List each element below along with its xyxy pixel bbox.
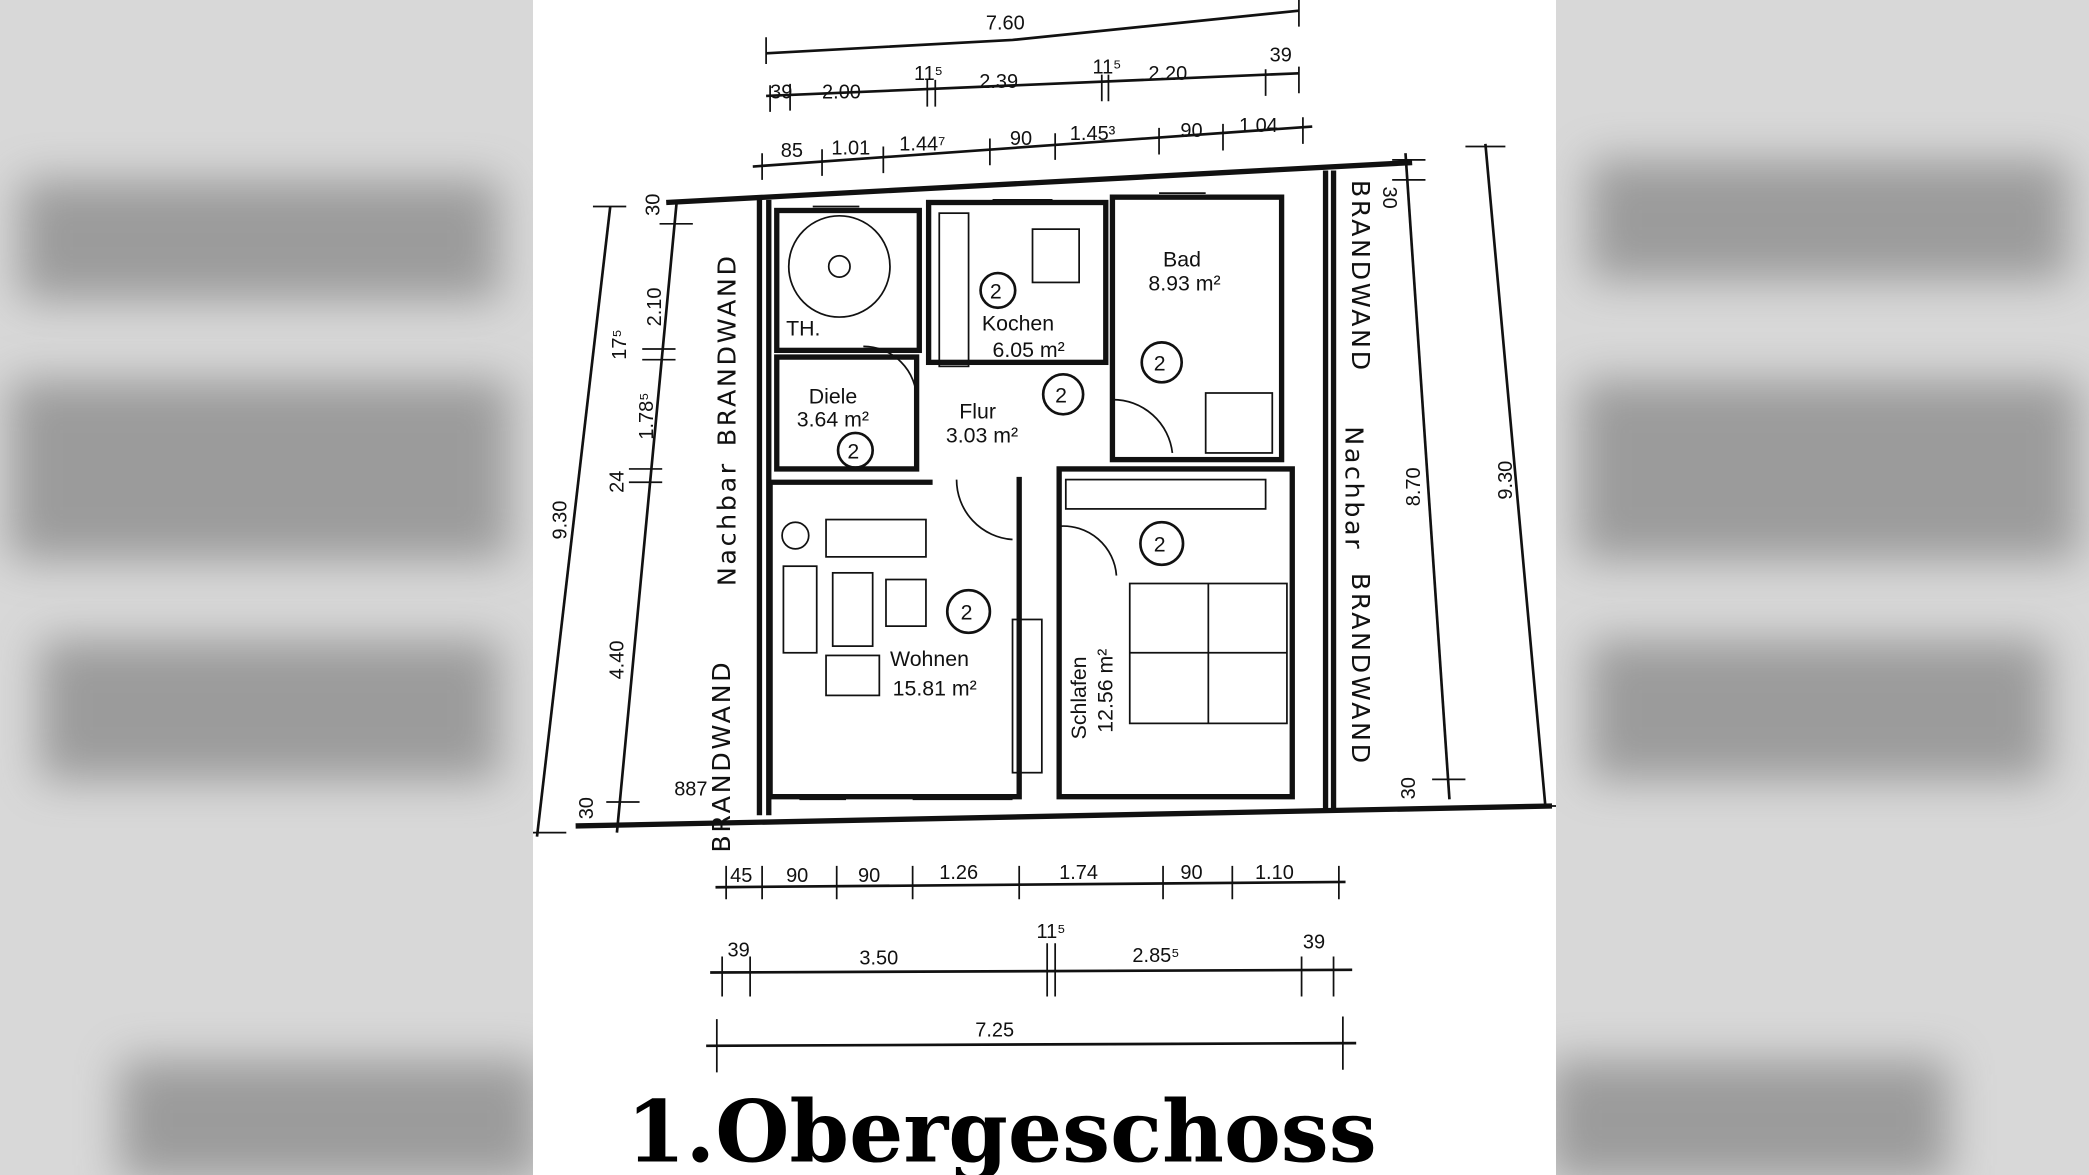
dim-label: 8.70: [1403, 467, 1425, 506]
dim-label: 1.26: [939, 862, 978, 884]
dim-label: 85: [781, 140, 803, 162]
dim-label: 2.00: [822, 82, 861, 104]
building-walls: [575, 159, 1553, 829]
top-dimensions: 7.60 39 2.00 11⁵ 2.39 11⁵ 2.20 39 85 1.0…: [752, 0, 1313, 180]
room-marker: [979, 271, 1017, 310]
dim-label: 1.78⁵: [636, 392, 658, 439]
dim-label: 24: [607, 471, 629, 493]
room-area: 8.93 m²: [1148, 271, 1220, 295]
room-flur: 2 Flur 3.03 m²: [946, 373, 1085, 447]
room-marker-label: 2: [1055, 383, 1067, 407]
dim-label: 17⁵: [609, 329, 631, 360]
right-neighbor-label: Nachbar: [1340, 426, 1369, 551]
spiral-staircase-icon: [787, 214, 891, 318]
dim-label: 2.20: [1148, 63, 1187, 85]
room-marker: [945, 588, 992, 635]
dim-label: 1.01: [831, 138, 870, 160]
floor-plan-sheet: 7.60 39 2.00 11⁵ 2.39 11⁵ 2.20 39 85 1.0…: [533, 0, 1556, 1175]
dim-label: 39: [1303, 932, 1325, 954]
dim-label: 30: [1378, 187, 1400, 209]
dim-label: 3.50: [859, 948, 898, 970]
dim-label: 39: [727, 940, 749, 962]
side-labels: BRANDWAND Nachbar BRANDWAND 887 BRANDWAN…: [674, 180, 1375, 853]
room-marker: [1041, 373, 1085, 416]
dim-label: 90: [786, 865, 808, 887]
room-marker-label: 2: [990, 279, 1002, 303]
room-bad: Bad 8.93 m² 2: [1140, 247, 1221, 384]
table-icon: [781, 521, 810, 550]
room-area: 3.03 m²: [946, 423, 1018, 447]
room-marker: [836, 431, 874, 469]
dim-label: 2.10: [644, 288, 666, 327]
dim-label: 30: [576, 797, 598, 819]
dim-label: 9.30: [549, 501, 571, 540]
dim-label: 9.30: [1495, 461, 1517, 500]
dim-label: 1.10: [1255, 862, 1294, 884]
room-name: Flur: [959, 399, 996, 423]
room-labels: TH. 2 Kochen 6.05 m² Bad 8.93 m² 2 Diele…: [786, 247, 1221, 739]
room-marker-label: 2: [847, 439, 859, 463]
left-dimensions: 9.30 30 2.10 17⁵ 1.78⁵ 24 4.40 30: [533, 194, 693, 837]
room-schlafen: 2 Schlafen 12.56 m²: [1067, 520, 1185, 739]
dim-label: 7.25: [975, 1019, 1014, 1041]
dim-label: 90: [858, 865, 880, 887]
bottom-dimensions: 45 90 90 1.26 1.74 90 1.10 39 3.50 11⁵ 2…: [706, 862, 1357, 1073]
blurred-background-left: [0, 0, 540, 1175]
room-name: Schlafen: [1067, 656, 1091, 739]
dim-label: 39: [1270, 44, 1292, 66]
dim-label: 30: [1398, 777, 1420, 799]
room-marker-label: 2: [961, 600, 973, 624]
room-area: 12.56 m²: [1093, 649, 1117, 733]
room-kochen: 2 Kochen 6.05 m²: [979, 271, 1065, 362]
dim-label: 45: [730, 865, 752, 887]
dim-label: 1.74: [1059, 862, 1098, 884]
room-marker-label: 2: [1154, 351, 1166, 375]
dim-label: 2.85⁵: [1132, 945, 1179, 967]
room-area: 6.05 m²: [993, 338, 1065, 362]
right-fire-wall-label: BRANDWAND: [1346, 180, 1375, 373]
room-name: Bad: [1163, 247, 1201, 271]
blurred-background-right: [1549, 0, 2089, 1175]
left-neighbor-label: Nachbar: [712, 461, 741, 586]
dim-label: 90: [1010, 128, 1032, 150]
dim-label: 4.40: [607, 641, 629, 680]
room-marker-label: 2: [1154, 533, 1166, 557]
dim-label: 1.45³: [1070, 123, 1116, 145]
room-area: 3.64 m²: [797, 407, 869, 431]
room-wohnen: 2 Wohnen 15.81 m²: [890, 588, 992, 700]
room-marker: [1140, 341, 1184, 384]
room-name: Kochen: [982, 311, 1054, 335]
dim-label: 11⁵: [1092, 56, 1121, 78]
room-diele: Diele 3.64 m² 2: [797, 385, 874, 469]
room-area: 15.81 m²: [893, 676, 977, 700]
room-name-th: TH.: [786, 317, 820, 341]
dim-label: 30: [643, 194, 665, 216]
left-fire-wall-label: BRANDWAND: [707, 660, 736, 853]
dim-label: 1.04: [1239, 115, 1278, 137]
room-name: Diele: [809, 385, 858, 409]
dim-label: 11⁵: [1037, 921, 1066, 943]
note-label: 887: [674, 778, 707, 800]
dim-label: 90: [1180, 120, 1202, 142]
dim-label: 1.44⁷: [899, 134, 945, 156]
floor-title: 1.Obergeschoss: [626, 1083, 1377, 1175]
dim-top-total: 7.60: [986, 12, 1025, 34]
left-fire-wall-label: BRANDWAND: [712, 253, 741, 446]
floor-plan: 7.60 39 2.00 11⁵ 2.39 11⁵ 2.20 39 85 1.0…: [533, 0, 1556, 1175]
dim-label: 39: [770, 82, 792, 104]
right-fire-wall-label: BRANDWAND: [1346, 573, 1375, 766]
room-marker: [1139, 520, 1185, 567]
dim-label: 11⁵: [914, 63, 943, 85]
right-dimensions: 9.30 30 8.70 30: [1378, 143, 1556, 807]
dim-label: 2.39: [979, 71, 1018, 93]
room-name: Wohnen: [890, 647, 969, 671]
dim-label: 90: [1180, 862, 1202, 884]
